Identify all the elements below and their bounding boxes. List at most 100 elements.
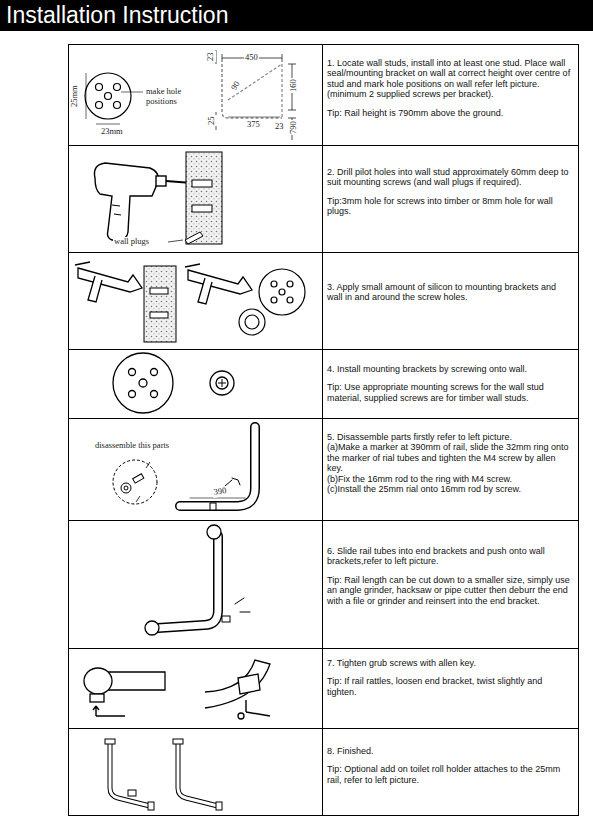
step-text: 4. Install mounting brackets by screwing… [327,364,573,374]
step-text: 8. Finished. [327,746,573,756]
table-grid [68,349,578,350]
step-text: 2. Drill pilot holes into wall stud appr… [327,167,573,188]
tip-text: Tip:3mm hole for screws into timber or 8… [327,196,573,217]
table-grid [322,44,323,815]
assembled-rail [235,598,250,612]
rail-dimension-sketch [288,64,296,65]
rail-tube [180,427,255,506]
bracket-plate [279,289,285,295]
step-instruction: 5. Disassemble parts firstly refer to le… [327,432,573,494]
callout-label: 390 [212,486,228,497]
assembled-rail [207,525,221,539]
callout-label: 160 [289,79,299,94]
tip-text: Tip: If rail rattles, loosen end bracket… [327,676,573,697]
grub-screw-closeup [238,674,260,694]
wall-stud [192,205,212,212]
wall-plug [185,232,203,244]
wall-plug [168,232,203,244]
tip-text: (c)Install the 25mm rial onto 16mm rod b… [327,484,573,494]
silicone-gun [188,270,252,294]
mounted-bracket [151,391,158,398]
mounted-bracket [151,369,158,376]
table-grid [68,44,579,816]
table-grid [68,418,578,419]
step-instruction: 4. Install mounting brackets by screwing… [327,364,573,403]
mounted-bracket [129,391,136,398]
finished-rails [110,743,150,806]
bracket-plate [271,297,277,303]
bracket-plate [96,102,103,109]
assembled-rail [145,525,250,635]
silicone-gun [78,268,142,292]
exploded-parts [133,474,144,483]
step-text: 6. Slide rail tubes into end brackets an… [327,546,573,567]
wall-plug [168,240,183,242]
finished-rails [178,743,218,806]
step-text: 5. Disassemble parts firstly refer to le… [327,432,573,442]
bracket-plate [114,84,121,91]
rail-tube [180,427,255,506]
bracket-plate [121,92,143,93]
tip-text: Tip: Rail length can be cut down to a sm… [327,575,573,606]
rail-dimension-sketch [228,117,280,118]
exploded-parts [121,483,131,493]
mounted-bracket [218,379,226,387]
exploded-parts [124,486,128,490]
assembled-rail [145,621,159,635]
tip-text: (b)Fix the 16mm rod to the ring with M4 … [327,474,573,484]
mounted-bracket [210,371,234,395]
wall-stud [150,288,168,294]
step-instruction: 8. Finished. Tip: Optional add on toilet … [327,746,573,785]
grub-screw-closeup [84,660,270,719]
table-grid [68,648,578,649]
wall-stud [144,266,176,342]
bracket-plate [86,73,87,119]
assembled-rail [158,536,218,628]
table-grid [68,145,578,146]
callout-label: 23 [206,52,216,63]
grub-screw-closeup [205,660,270,708]
finished-rails [216,802,222,810]
bracket-plate [239,309,265,335]
rail-dimension-sketch [222,54,223,62]
wall-stud [144,266,176,342]
rail-dimension-sketch [222,64,282,118]
callout-label: 25mm [70,84,80,108]
bracket-plate [114,102,121,109]
rail-dimension-sketch [288,118,296,119]
wall-stud [150,312,168,318]
callout-label: disassemble this parts [94,441,170,451]
step-text: 1. Locate wall studs, install into at le… [327,58,573,100]
bracket-plate [96,124,120,125]
bracket-plate [105,93,112,100]
mounted-bracket [113,353,173,413]
finished-rails [110,743,150,806]
step-instruction: 7. Tighten grub screws with allen key. Ti… [327,658,573,697]
step-text: 7. Tighten grub screws with allen key. [327,658,573,668]
silicone-gun [198,278,212,304]
bracket-plate [85,73,143,124]
finished-rails [105,739,115,744]
grub-screw-closeup [246,700,270,716]
table-grid [68,520,578,521]
tip-text: Tip: Rail height is 790mm above the grou… [327,108,573,118]
grub-screw-closeup [238,713,244,719]
step-instruction: 1. Locate wall studs, install into at le… [327,58,573,118]
bracket-plate [287,297,293,303]
drill [94,163,158,240]
mounted-bracket [216,377,228,389]
wall-stud [186,152,222,244]
mounted-bracket [129,369,136,376]
table-grid [68,728,578,729]
bracket-plate [96,84,103,91]
table-grid [68,252,578,253]
bracket-plate [259,269,305,315]
grub-screw-closeup [93,706,125,716]
callout-label: 90 [229,79,242,93]
callout-label: 23mm [100,127,124,137]
grub-screw-closeup [84,668,112,694]
tip-text: Tip: Use appropriate mounting screws for… [327,382,573,403]
callout-label: 450 [244,53,259,63]
rail-tube [225,478,240,486]
tip-text: Tip: Optional add on toilet roll holder … [327,764,573,785]
